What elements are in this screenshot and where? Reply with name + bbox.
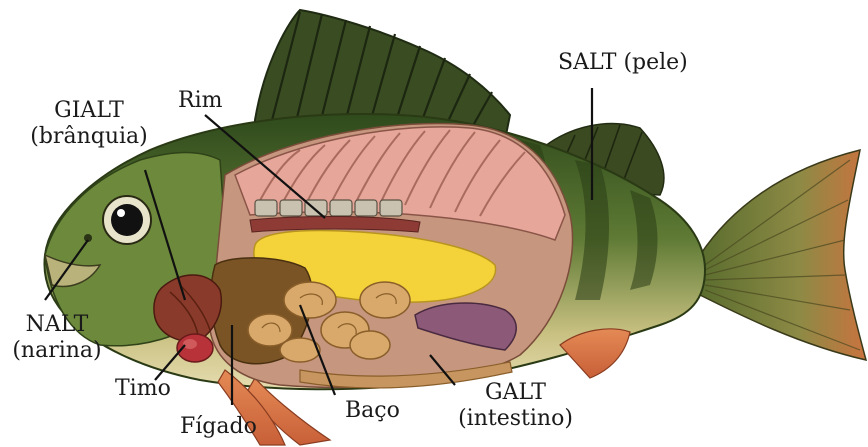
label-nalt: NALT (narina) bbox=[2, 312, 112, 364]
label-timo: Timo bbox=[115, 376, 171, 402]
label-gialt-line2: (brânquia) bbox=[14, 124, 164, 150]
label-galt: GALT (intestino) bbox=[448, 380, 583, 432]
label-gialt: GIALT (brânquia) bbox=[14, 98, 164, 150]
label-nalt-line1: NALT bbox=[2, 312, 112, 338]
label-salt: SALT (pele) bbox=[558, 50, 688, 76]
label-gialt-line1: GIALT bbox=[14, 98, 164, 124]
label-rim: Rim bbox=[178, 88, 222, 114]
label-figado: Fígado bbox=[180, 414, 257, 440]
label-galt-line2: (intestino) bbox=[448, 406, 583, 432]
label-baco: Baço bbox=[345, 398, 400, 424]
label-galt-line1: GALT bbox=[448, 380, 583, 406]
label-nalt-line2: (narina) bbox=[2, 338, 112, 364]
eye-pupil bbox=[111, 204, 143, 236]
